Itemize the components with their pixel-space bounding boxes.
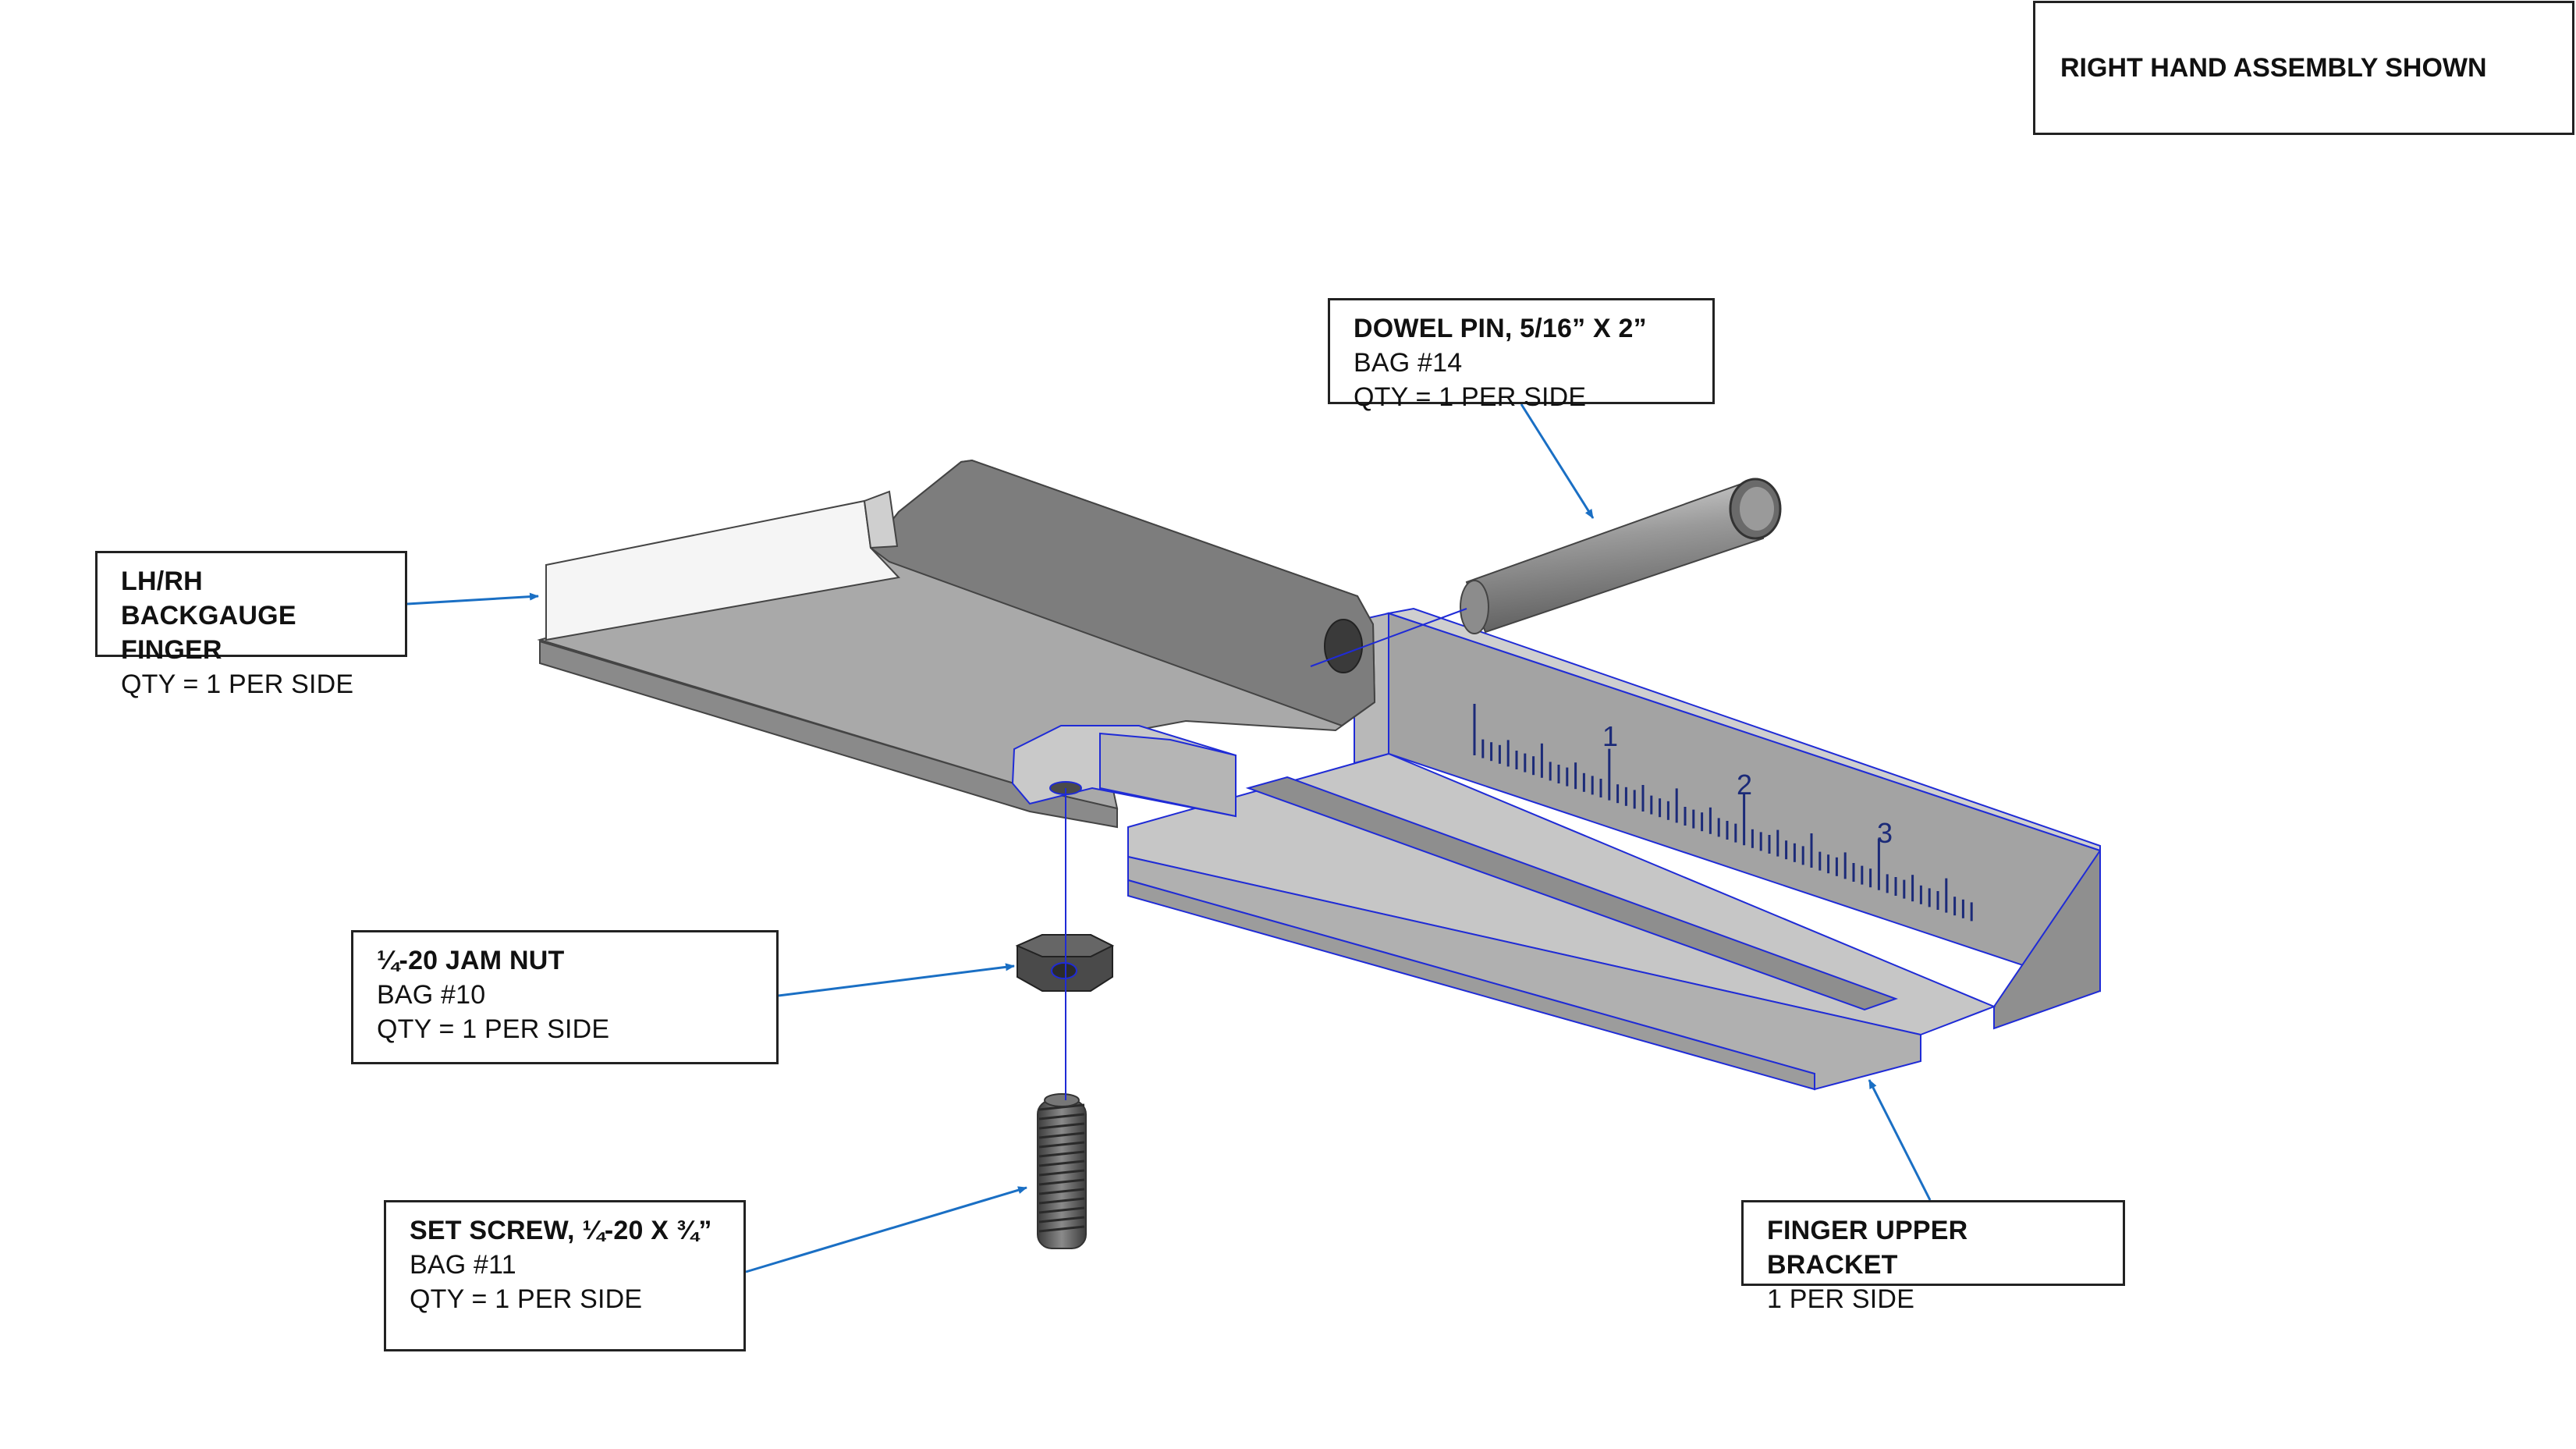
- assembly-banner: RIGHT HAND ASSEMBLY SHOWN: [2033, 1, 2574, 135]
- callout-title: SET SCREW, ¼-20 X ¾”: [410, 1216, 712, 1245]
- dowel-pin: [1460, 478, 1782, 634]
- finger-upper-bracket: 1 2 3: [1127, 607, 2101, 1091]
- arrow-bracket: [1868, 1079, 1932, 1201]
- assembly-axis-pin: [1310, 608, 1467, 667]
- set-screw-tip: [1044, 1093, 1080, 1107]
- bracket-slot: [1245, 776, 1898, 1011]
- callout-title: FINGER UPPER BRACKET: [1767, 1216, 1968, 1280]
- arrow-jam-nut: [778, 963, 1015, 997]
- thread-line: [1038, 1150, 1085, 1158]
- thread-line: [1038, 1225, 1085, 1233]
- set-screw-threads: [1038, 1103, 1085, 1233]
- thread-line: [1038, 1188, 1085, 1195]
- callout-title: LH/RH BACKGAUGE FINGER: [121, 566, 296, 665]
- thread-line: [1038, 1216, 1085, 1223]
- callout-line: QTY = 1 PER SIDE: [121, 669, 354, 699]
- bracket-front-rail-face: [1127, 879, 1815, 1091]
- arrow-set-screw: [745, 1186, 1027, 1273]
- callout-line: 1 PER SIDE: [1767, 1284, 1915, 1314]
- callout-line: BAG #14: [1354, 348, 1463, 378]
- finger-pin-hole: [1324, 619, 1363, 673]
- scale-label-1: 1: [1602, 720, 1618, 752]
- set-screw: [1037, 1093, 1087, 1249]
- callout-title: ¼-20 JAM NUT: [377, 946, 565, 975]
- scale-label-2: 2: [1737, 769, 1752, 801]
- dowel-pin-body: [1465, 481, 1765, 634]
- bracket-wall-end: [1993, 847, 2101, 1030]
- callout-title: DOWEL PIN, 5/16” X 2”: [1354, 314, 1647, 343]
- arrow-dowel: [1520, 403, 1595, 519]
- bracket-wall-top: [1386, 607, 2101, 852]
- banner-text: RIGHT HAND ASSEMBLY SHOWN: [2060, 52, 2487, 83]
- finger-upper-face: [869, 459, 1376, 727]
- callout-line: QTY = 1 PER SIDE: [1354, 382, 1587, 412]
- callout-dowel-pin: DOWEL PIN, 5/16” X 2” BAG #14 QTY = 1 PE…: [1328, 298, 1715, 412]
- backgauge-finger: [537, 459, 1376, 829]
- finger-step: [863, 490, 899, 549]
- thread-line: [1038, 1113, 1085, 1120]
- callout-line: QTY = 1 PER SIDE: [410, 1284, 643, 1314]
- thread-line: [1038, 1131, 1085, 1139]
- dowel-pin-end-near: [1460, 580, 1489, 634]
- finger-clevis-block: [1099, 732, 1237, 818]
- thread-line: [1038, 1206, 1085, 1214]
- jam-nut-hole: [1051, 962, 1077, 979]
- callout-set-screw: SET SCREW, ¼-20 X ¾” BAG #11 QTY = 1 PER…: [384, 1200, 746, 1351]
- thread-line: [1038, 1178, 1085, 1186]
- callout-finger-upper-bracket: FINGER UPPER BRACKET 1 PER SIDE: [1741, 1200, 2125, 1314]
- scale-label-3: 3: [1877, 817, 1893, 849]
- thread-line: [1038, 1197, 1085, 1205]
- callout-line: BAG #10: [377, 980, 486, 1010]
- thread-line: [1038, 1141, 1085, 1149]
- finger-bevel-face: [545, 499, 901, 641]
- dowel-pin-end-face: [1740, 487, 1774, 531]
- callout-line: QTY = 1 PER SIDE: [377, 1014, 610, 1044]
- thread-line: [1038, 1160, 1085, 1167]
- callout-jam-nut: ¼-20 JAM NUT BAG #10 QTY = 1 PER SIDE: [351, 930, 779, 1064]
- thread-line: [1038, 1169, 1085, 1177]
- callout-line: BAG #11: [410, 1250, 516, 1280]
- callout-backgauge-finger: LH/RH BACKGAUGE FINGER QTY = 1 PER SIDE: [95, 551, 407, 699]
- arrow-finger: [406, 592, 539, 606]
- thread-line: [1038, 1122, 1085, 1130]
- ruler-scale: [1473, 704, 1973, 922]
